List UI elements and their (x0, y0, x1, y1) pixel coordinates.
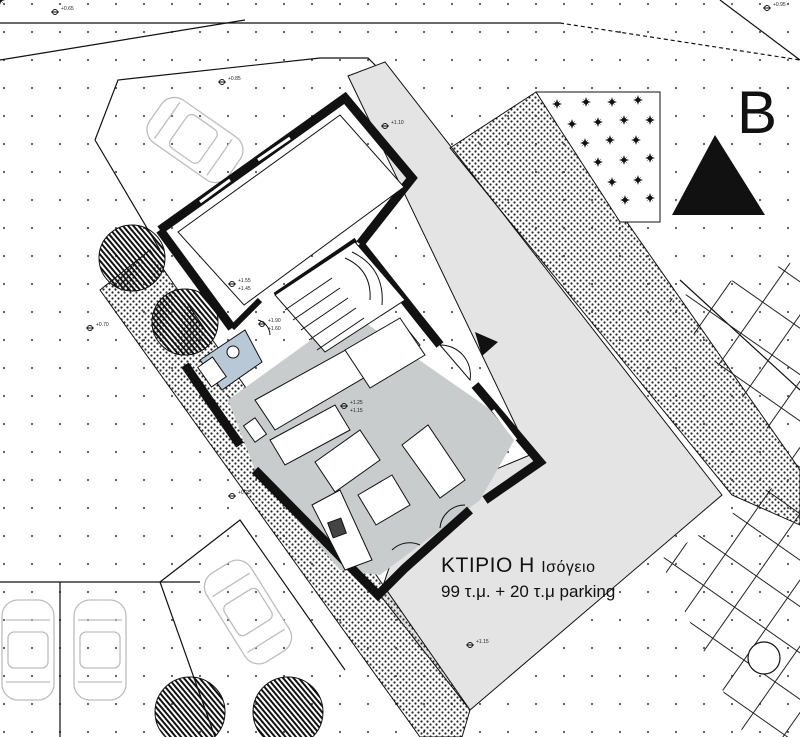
elevation-marker: +1.55 +1.45 (228, 278, 251, 292)
svg-text:+1.55: +1.55 (238, 278, 251, 284)
svg-text:+1.10: +1.10 (391, 120, 404, 126)
building-floor-label: Ισόγειο (541, 559, 596, 576)
svg-text:+0.70: +0.70 (96, 322, 109, 328)
elevation-marker: +0.95 (763, 2, 786, 11)
elevation-marker: +0.75 (228, 490, 251, 499)
windows (199, 136, 518, 441)
elevation-markers: +0.65 +0.95 +0.85 +1.10 +1.55 +1.45 +1.90… (51, 2, 786, 648)
star-plants (0, 0, 655, 205)
sofa-right (401, 424, 466, 499)
north-marker-letter: B (737, 79, 778, 146)
elevation-marker: +0.85 (218, 76, 241, 85)
coffee-table (357, 474, 411, 526)
elevation-marker: +0.65 (51, 6, 74, 15)
sofa-left (314, 429, 381, 493)
svg-text:+1.25: +1.25 (350, 400, 363, 406)
svg-text:+1.15: +1.15 (476, 639, 489, 645)
svg-text:+1.60: +1.60 (268, 326, 281, 332)
building-walls (156, 91, 547, 602)
svg-text:+0.95: +0.95 (773, 2, 786, 8)
elevation-marker: +1.25 +1.15 (340, 400, 363, 414)
bathroom-fixtures (197, 345, 268, 443)
tree-pit (747, 641, 781, 675)
building-title: ΚΤΙΡΙΟ Η Ισόγειο (441, 554, 596, 578)
svg-text:+1.15: +1.15 (350, 408, 363, 414)
svg-text:+0.65: +0.65 (61, 6, 74, 12)
carport (177, 114, 405, 306)
elevation-marker: +0.70 (86, 322, 109, 331)
elevation-marker: +1.15 (466, 639, 489, 648)
tile-paving-right (660, 260, 800, 737)
building-title-main: ΚΤΙΡΙΟ Η (441, 554, 535, 577)
elevation-marker: +1.10 (381, 120, 404, 129)
furniture (314, 317, 466, 526)
planting-strip-east (449, 91, 800, 526)
parked-cars (1, 96, 293, 701)
building-area-label: 99 τ.μ. + 20 τ.μ parking (441, 582, 616, 601)
dining-table (344, 317, 426, 389)
elevation-marker: +1.90 +1.60 (258, 318, 281, 332)
svg-text:+1.90: +1.90 (268, 318, 281, 324)
svg-text:+1.45: +1.45 (238, 286, 251, 292)
svg-text:+0.75: +0.75 (238, 490, 251, 496)
doors (257, 319, 471, 551)
north-arrow-icon (672, 135, 765, 215)
staircase (274, 241, 406, 353)
trees (98, 224, 324, 737)
svg-text:+0.85: +0.85 (228, 76, 241, 82)
entry-arrow-icon (475, 332, 498, 356)
